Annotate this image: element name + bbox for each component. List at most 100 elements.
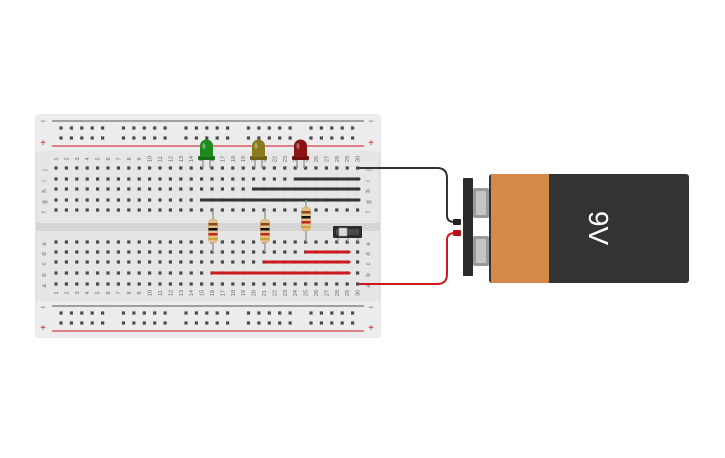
breadboard-hole[interactable] <box>220 282 224 286</box>
breadboard-hole[interactable] <box>168 166 172 170</box>
breadboard-hole[interactable] <box>231 282 235 286</box>
breadboard-hole[interactable] <box>283 240 287 244</box>
green-led[interactable] <box>198 139 215 168</box>
power-rail-hole[interactable] <box>90 136 94 140</box>
breadboard-hole[interactable] <box>64 271 68 275</box>
power-rail-hole[interactable] <box>278 126 282 130</box>
power-rail-hole[interactable] <box>132 126 136 130</box>
power-rail-hole[interactable] <box>226 311 230 315</box>
breadboard-hole[interactable] <box>64 260 68 264</box>
power-rail-hole[interactable] <box>257 136 261 140</box>
power-rail-hole[interactable] <box>340 321 344 325</box>
power-rail-hole[interactable] <box>215 136 219 140</box>
breadboard-hole[interactable] <box>96 282 100 286</box>
breadboard-hole[interactable] <box>85 166 89 170</box>
power-rail-hole[interactable] <box>215 321 219 325</box>
breadboard-hole[interactable] <box>75 208 79 212</box>
power-rail-hole[interactable] <box>319 321 323 325</box>
breadboard-hole[interactable] <box>179 208 183 212</box>
power-rail-hole[interactable] <box>153 126 157 130</box>
power-rail-hole[interactable] <box>90 321 94 325</box>
breadboard-hole[interactable] <box>148 177 152 181</box>
power-rail-hole[interactable] <box>330 311 334 315</box>
breadboard-hole[interactable] <box>75 177 79 181</box>
breadboard-hole[interactable] <box>148 282 152 286</box>
power-rail-hole[interactable] <box>163 321 167 325</box>
power-rail-hole[interactable] <box>184 136 188 140</box>
breadboard-hole[interactable] <box>200 282 204 286</box>
breadboard-hole[interactable] <box>116 282 120 286</box>
power-rail-hole[interactable] <box>80 126 84 130</box>
breadboard-hole[interactable] <box>293 240 297 244</box>
breadboard-hole[interactable] <box>324 240 328 244</box>
breadboard-hole[interactable] <box>189 282 193 286</box>
breadboard-hole[interactable] <box>252 282 256 286</box>
breadboard-hole[interactable] <box>262 250 266 254</box>
breadboard-hole[interactable] <box>283 282 287 286</box>
power-rail-hole[interactable] <box>267 126 271 130</box>
yellow-led[interactable] <box>250 139 267 168</box>
breadboard-hole[interactable] <box>283 208 287 212</box>
breadboard-hole[interactable] <box>189 177 193 181</box>
power-rail-hole[interactable] <box>69 321 73 325</box>
breadboard-hole[interactable] <box>127 208 131 212</box>
breadboard-hole[interactable] <box>220 187 224 191</box>
breadboard-hole[interactable] <box>345 240 349 244</box>
breadboard-hole[interactable] <box>252 250 256 254</box>
power-rail-hole[interactable] <box>288 311 292 315</box>
breadboard-hole[interactable] <box>168 240 172 244</box>
power-rail-hole[interactable] <box>59 126 63 130</box>
breadboard-hole[interactable] <box>231 166 235 170</box>
power-rail-hole[interactable] <box>205 126 209 130</box>
breadboard-hole[interactable] <box>200 177 204 181</box>
breadboard-hole[interactable] <box>85 271 89 275</box>
breadboard-hole[interactable] <box>96 260 100 264</box>
breadboard-hole[interactable] <box>324 282 328 286</box>
power-rail-hole[interactable] <box>226 321 230 325</box>
power-rail-hole[interactable] <box>330 126 334 130</box>
breadboard-hole[interactable] <box>137 198 141 202</box>
breadboard-hole[interactable] <box>356 208 360 212</box>
breadboard-hole[interactable] <box>210 208 214 212</box>
power-rail-hole[interactable] <box>288 126 292 130</box>
breadboard-hole[interactable] <box>262 282 266 286</box>
breadboard-hole[interactable] <box>335 208 339 212</box>
leds[interactable] <box>198 139 309 168</box>
power-rail-hole[interactable] <box>59 311 63 315</box>
breadboard-hole[interactable] <box>272 250 276 254</box>
breadboard-hole[interactable] <box>168 260 172 264</box>
breadboard-hole[interactable] <box>189 187 193 191</box>
breadboard-hole[interactable] <box>231 177 235 181</box>
power-rail-hole[interactable] <box>205 321 209 325</box>
breadboard-hole[interactable] <box>252 260 256 264</box>
breadboard-hole[interactable] <box>75 271 79 275</box>
breadboard-hole[interactable] <box>220 250 224 254</box>
power-rail-hole[interactable] <box>153 311 157 315</box>
power-rail-hole[interactable] <box>340 126 344 130</box>
breadboard-hole[interactable] <box>241 166 245 170</box>
power-rail-hole[interactable] <box>142 136 146 140</box>
breadboard-hole[interactable] <box>54 260 58 264</box>
power-rail-hole[interactable] <box>80 321 84 325</box>
breadboard-hole[interactable] <box>96 240 100 244</box>
breadboard-hole[interactable] <box>127 271 131 275</box>
power-rail-hole[interactable] <box>319 136 323 140</box>
breadboard-hole[interactable] <box>272 177 276 181</box>
breadboard-hole[interactable] <box>252 208 256 212</box>
breadboard-hole[interactable] <box>127 177 131 181</box>
breadboard-hole[interactable] <box>54 166 58 170</box>
breadboard-hole[interactable] <box>241 177 245 181</box>
red-battery-wire[interactable] <box>359 232 456 285</box>
power-rail-hole[interactable] <box>80 136 84 140</box>
switch-slider[interactable] <box>338 227 348 237</box>
breadboard-hole[interactable] <box>293 250 297 254</box>
breadboard-hole[interactable] <box>158 208 162 212</box>
breadboard-hole[interactable] <box>189 271 193 275</box>
breadboard-hole[interactable] <box>54 187 58 191</box>
breadboard-hole[interactable] <box>158 240 162 244</box>
breadboard-hole[interactable] <box>272 240 276 244</box>
breadboard-hole[interactable] <box>148 187 152 191</box>
power-rail-hole[interactable] <box>121 321 126 325</box>
breadboard-hole[interactable] <box>116 250 120 254</box>
breadboard-hole[interactable] <box>189 198 193 202</box>
